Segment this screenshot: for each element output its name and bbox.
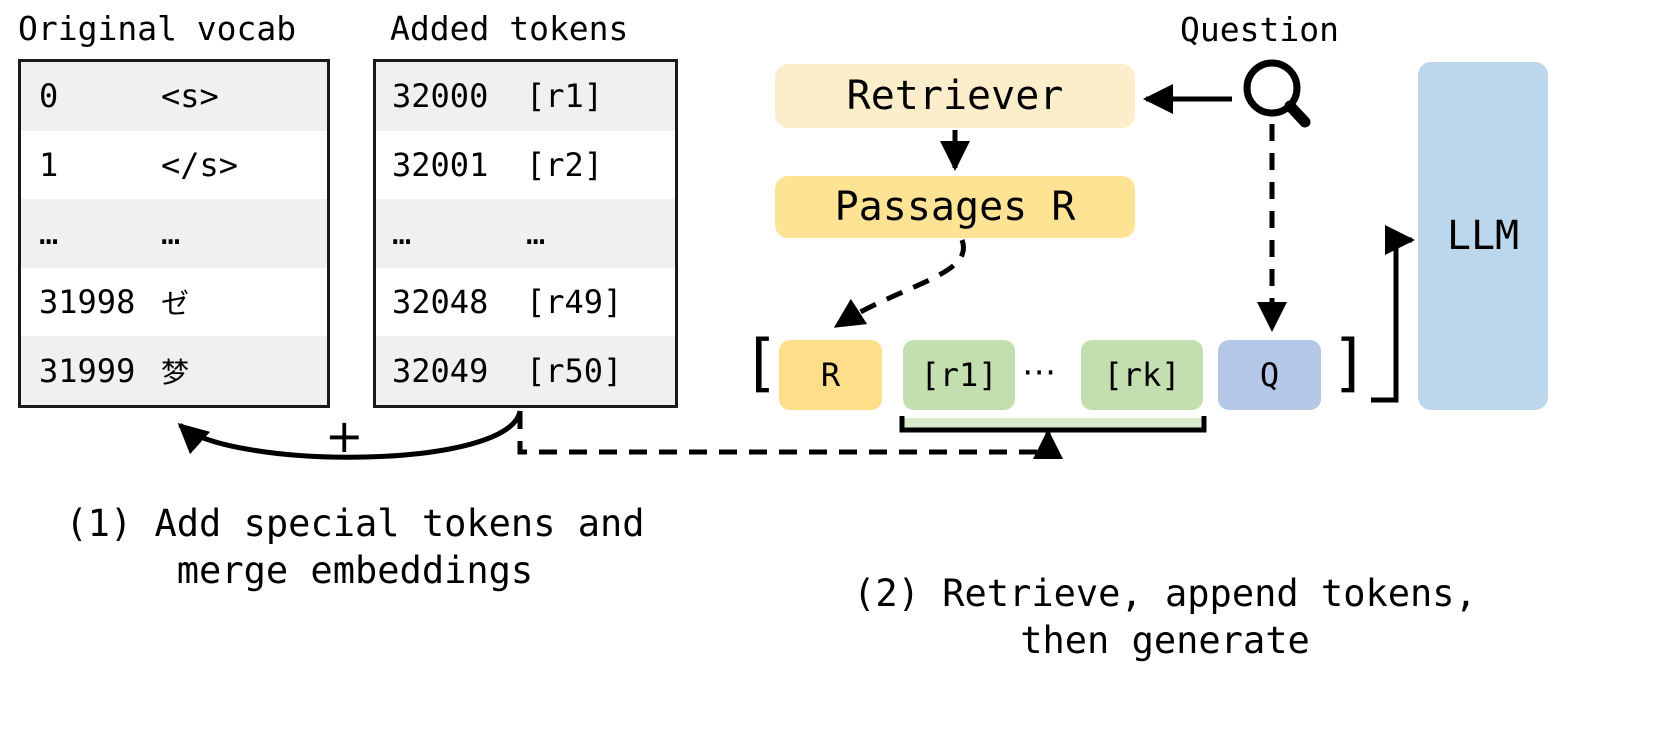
passages-to-sequence-dashed-arrow: [833, 239, 966, 328]
token-id: 32048: [392, 283, 489, 322]
original-vocab-table: 0 <s> 1 </s> … … 31998 ゼ 31999 梦: [18, 59, 330, 408]
token-id: 1: [39, 145, 59, 184]
token-id: …: [392, 214, 413, 253]
token-text: [r50]: [526, 351, 623, 390]
passages-box: Passages R: [775, 176, 1135, 238]
table-row: 32048 [r49]: [376, 268, 675, 337]
token-id: 32049: [392, 351, 489, 390]
token-id: …: [39, 214, 60, 253]
question-label: Question: [1180, 10, 1339, 49]
table-row: 32000 [r1]: [376, 62, 675, 131]
token-id: 32000: [392, 77, 489, 116]
token-id: 31999: [39, 351, 136, 390]
retriever-box: Retriever: [775, 64, 1135, 128]
llm-box: LLM: [1418, 62, 1548, 410]
token-text: ゼ: [161, 287, 190, 321]
token-text: 梦: [161, 355, 190, 389]
token-id: 31998: [39, 283, 136, 322]
table-row-ellipsis: … …: [376, 199, 675, 268]
added-tokens-table: 32000 [r1] 32001 [r2] … … 32048 [r49] 32…: [373, 59, 678, 408]
search-icon: [1243, 59, 1311, 128]
caption-step-2: (2) Retrieve, append tokens, then genera…: [853, 572, 1477, 663]
sequence-underbrace: [899, 416, 1207, 433]
table-row: 31999 梦: [21, 336, 327, 405]
table-row: 32001 [r2]: [376, 131, 675, 200]
token-text: …: [161, 214, 182, 253]
column-header-original-vocab: Original vocab: [18, 9, 297, 48]
token-text: …: [526, 214, 547, 253]
sequence-bracket-close: ]: [1331, 326, 1369, 399]
sequence-to-llm-arrow: [1371, 225, 1415, 403]
table-row: 0 <s>: [21, 62, 327, 131]
table-row: 31998 ゼ: [21, 268, 327, 337]
column-header-added-tokens: Added tokens: [390, 9, 629, 48]
sequence-item-token-last: [rk]: [1081, 340, 1203, 410]
merge-plus-operator: +: [325, 409, 364, 463]
token-text: </s>: [161, 145, 239, 184]
sequence-ellipsis: ⋯: [1022, 352, 1058, 392]
sequence-item-query: Q: [1218, 340, 1321, 410]
table-row: 32049 [r50]: [376, 336, 675, 405]
token-text: [r2]: [526, 145, 604, 184]
token-id: 0: [39, 77, 59, 116]
caption-step-1: (1) Add special tokens and merge embeddi…: [65, 502, 645, 593]
table-row-ellipsis: … …: [21, 199, 327, 268]
token-text: <s>: [161, 77, 219, 116]
sequence-bracket-open: [: [742, 326, 780, 399]
token-id: 32001: [392, 145, 489, 184]
token-text: [r1]: [526, 77, 604, 116]
sequence-item-passages: R: [779, 340, 882, 410]
sequence-item-token-first: [r1]: [903, 340, 1015, 410]
added-tokens-to-sequence-dashed: [517, 411, 1048, 455]
underbrace-band: [902, 418, 1204, 429]
token-text: [r49]: [526, 283, 623, 322]
table-row: 1 </s>: [21, 131, 327, 200]
